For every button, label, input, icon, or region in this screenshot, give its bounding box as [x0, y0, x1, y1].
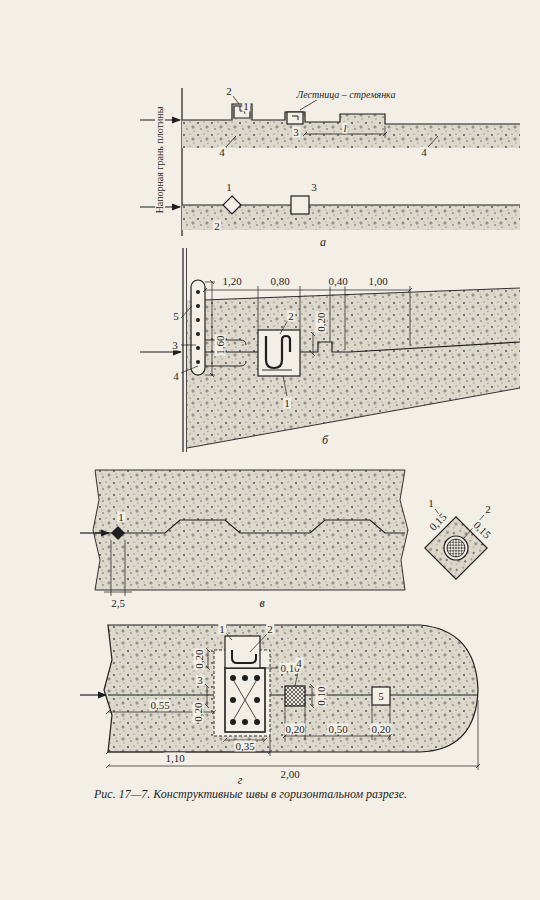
dimension-label: 0,55	[149, 700, 170, 711]
callout-number: 4	[295, 658, 303, 669]
dimension-label: 0,20	[193, 701, 204, 722]
figure-caption: Рис. 17—7. Конструктивные швы в горизонт…	[94, 788, 407, 801]
dimension-label: l	[342, 123, 347, 134]
callout-number: 3	[196, 675, 204, 686]
callout-number: 2	[213, 221, 221, 232]
callout-number: 5	[172, 311, 180, 322]
callout-number: 4	[420, 147, 428, 158]
dimension-label: 0,20	[194, 648, 205, 669]
callout-number: 1	[218, 624, 226, 635]
callout-number: 3	[310, 182, 318, 193]
view-letter: в	[258, 597, 265, 609]
callout-number: 2	[287, 311, 295, 322]
view-letter: г	[237, 774, 244, 786]
callout-number: 1	[242, 101, 250, 112]
callout-number: 1	[117, 512, 125, 523]
dimension-label: 2,5	[110, 598, 126, 609]
dimension-label: 1,60	[215, 334, 226, 355]
callout-number: 1	[427, 498, 435, 509]
callout-number: 2	[225, 86, 233, 97]
dimension-label: 1,20	[221, 276, 242, 287]
dimension-label: 0,80	[269, 276, 290, 287]
callout-number: 2	[484, 504, 492, 515]
callout-number: 4	[218, 147, 226, 158]
dimension-label: 0,10	[316, 685, 327, 706]
dimension-label: 0,40	[327, 276, 348, 287]
callout-number: 2	[266, 624, 274, 635]
face-note: Напорная грань плотины	[155, 106, 165, 215]
dimension-label: 1,10	[164, 753, 185, 764]
callout-number: 4	[172, 371, 180, 382]
dimension-label: 0,20	[316, 311, 327, 332]
dimension-label: 1,00	[367, 276, 388, 287]
dimension-label: 2,00	[279, 769, 300, 780]
callout-number: 3	[292, 127, 300, 138]
dimension-label: 0,50	[327, 724, 348, 735]
dimension-label: 0,35	[234, 741, 255, 752]
view-letter: а	[319, 236, 327, 248]
part-note: Лестница – стремянка	[295, 90, 396, 100]
callout-number: 1	[283, 398, 291, 409]
callout-number: 3	[171, 340, 179, 351]
dimension-label: 0,20	[370, 724, 391, 735]
callout-number: 5	[377, 691, 385, 702]
view-letter: б	[321, 434, 329, 446]
dimension-label: 0,20	[284, 724, 305, 735]
callout-number: 1	[225, 182, 233, 193]
